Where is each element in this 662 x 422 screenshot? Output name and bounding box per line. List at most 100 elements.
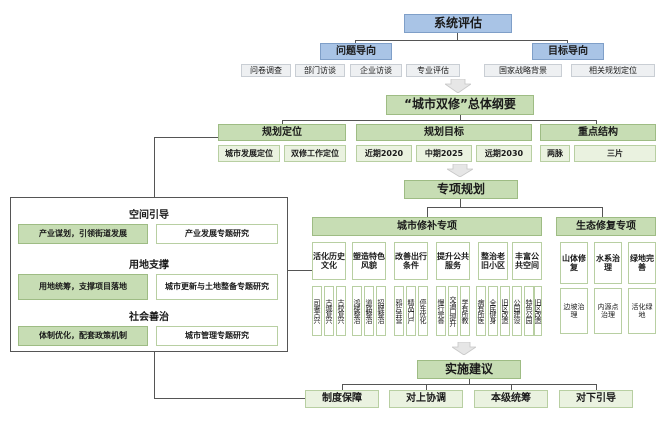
eco-repair-title: 生态修复专项 [576, 220, 636, 232]
city-repair-group: 活化历史文化 [312, 242, 346, 280]
implementation-item: 对上协调 [389, 390, 463, 408]
city-repair-group: 丰富公共空间 [512, 242, 542, 280]
connector-line [342, 384, 343, 390]
group-label: 塑造特色风貌 [353, 251, 385, 270]
problem-item: 专业评估 [406, 64, 460, 77]
connector-line [511, 384, 512, 390]
sub-label: 慢行完善 [437, 299, 446, 323]
connector-line [282, 120, 597, 121]
connector-line [355, 40, 356, 44]
sub-label: 病有所医 [477, 299, 486, 323]
section-title: 空间引导 [10, 206, 288, 221]
city-repair-sub: 旧区改造 [500, 286, 510, 336]
sub-label: 边坡治理 [563, 302, 585, 319]
section-left-box: 体制优化，配套政策机制 [18, 326, 148, 346]
implementation-item-label: 对下引导 [576, 393, 616, 405]
goal-item: 国家战略背景 [484, 64, 562, 77]
city-repair-sub: 病有所医 [476, 286, 486, 336]
outline-item: 双修工作定位 [284, 145, 346, 162]
outline-item-label: 城市发展定位 [225, 148, 273, 158]
city-repair-group: 改善出行条件 [394, 242, 428, 280]
sub-label: 全民健身 [489, 299, 498, 323]
problem-item-label: 企业访谈 [360, 65, 392, 75]
connector-line [596, 120, 597, 124]
section-title-label: 空间引导 [129, 210, 169, 221]
city-repair-sub: 古校复兴 [336, 286, 346, 336]
connector-line [355, 40, 568, 41]
key-structure-box: 重点结构 [540, 124, 656, 141]
eco-repair-group: 山体修复 [560, 242, 588, 284]
system-evaluation-label: 系统评估 [433, 15, 482, 30]
problem-item-label: 问卷调查 [250, 65, 282, 75]
city-repair-title-box: 城市修补专项 [312, 217, 542, 236]
down-arrow-icon [452, 342, 476, 355]
group-label: 提升公共服务 [437, 251, 469, 270]
connector-line [288, 270, 312, 271]
down-arrow-icon [447, 164, 473, 177]
city-repair-title: 城市修补专项 [397, 220, 457, 232]
city-repair-sub: 公园建设 [512, 286, 522, 336]
connector-line [282, 120, 283, 124]
connector-line [460, 115, 461, 120]
implementation-item-label: 制度保障 [322, 393, 362, 405]
planning-positioning-box: 规划定位 [218, 124, 346, 141]
implementation-item: 本级统筹 [474, 390, 548, 408]
down-arrow-icon [445, 79, 471, 93]
outline-item-label: 双修工作定位 [291, 148, 339, 158]
planning-goals-box: 规划目标 [356, 124, 532, 141]
group-label: 山体修复 [562, 253, 586, 272]
section-left-box: 产业谋划，引领街道发展 [18, 224, 148, 244]
sub-label: 停车优化 [419, 299, 428, 323]
outline-item-label: 近期2020 [364, 148, 404, 158]
section-title-label: 用地支撑 [129, 260, 169, 271]
city-repair-sub: 古城复兴 [324, 286, 334, 336]
problem-item: 问卷调查 [241, 64, 291, 77]
city-repair-sub: 停车优化 [418, 286, 428, 336]
city-repair-sub: 交通口提升 [448, 286, 458, 336]
city-repair-group: 提升公共服务 [436, 242, 470, 280]
connector-line [342, 384, 597, 385]
city-repair-group: 整治老旧小区 [478, 242, 508, 280]
eco-repair-sub: 活化绿地 [628, 288, 656, 334]
outline-item-label: 两脉 [547, 148, 563, 158]
column-title: 规划目标 [424, 126, 464, 138]
city-repair-sub: 道路整治 [364, 286, 374, 336]
goal-item: 相关规划定位 [571, 64, 655, 77]
goal-item-label: 国家战略背景 [499, 65, 547, 75]
section-right-box: 城市更新与土地整备专题研究 [156, 274, 278, 300]
sub-label: 鸦片弄营 [395, 299, 404, 323]
outline-title-box: “城市双修”总体纲要 [386, 95, 534, 115]
connector-line [154, 137, 155, 197]
problem-oriented-label: 问题导向 [336, 45, 376, 57]
column-title: 重点结构 [578, 126, 618, 138]
sub-label: 旧区改造 [534, 299, 543, 323]
problem-item-label: 部门访谈 [304, 65, 336, 75]
city-repair-sub: 鸿楼整治 [352, 286, 362, 336]
section-right-label: 城市更新与土地整备专题研究 [165, 282, 269, 292]
problem-item: 部门访谈 [295, 64, 345, 77]
outline-item: 近期2020 [356, 145, 412, 162]
section-left-label: 体制优化，配套政策机制 [39, 331, 127, 341]
sub-label: 鸿楼整治 [353, 299, 362, 323]
group-label: 活化历史文化 [313, 251, 345, 270]
sub-label: 招牌整治 [377, 299, 386, 323]
goal-oriented-label: 目标导向 [548, 45, 588, 57]
group-label: 水系治理 [596, 253, 620, 272]
eco-repair-group: 水系治理 [594, 242, 622, 284]
sub-label: 内源点治理 [597, 302, 619, 319]
eco-repair-sub: 边坡治理 [560, 288, 588, 334]
connector-line [469, 379, 470, 384]
column-title: 规划定位 [262, 126, 302, 138]
connector-line [154, 137, 218, 138]
implementation-item: 制度保障 [305, 390, 379, 408]
connector-line [460, 199, 461, 207]
eco-repair-sub: 内源点治理 [594, 288, 622, 334]
city-repair-sub: 司署古兴 [312, 286, 322, 336]
goal-item-label: 相关规划定位 [589, 65, 637, 75]
implementation-item-label: 本级统筹 [491, 393, 531, 405]
section-right-label: 城市管理专题研究 [185, 331, 249, 341]
implementation-item-label: 对上协调 [406, 393, 446, 405]
group-label: 整治老旧小区 [481, 251, 505, 270]
group-label: 丰富公共空间 [515, 251, 539, 270]
city-repair-group: 塑造特色风貌 [352, 242, 386, 280]
